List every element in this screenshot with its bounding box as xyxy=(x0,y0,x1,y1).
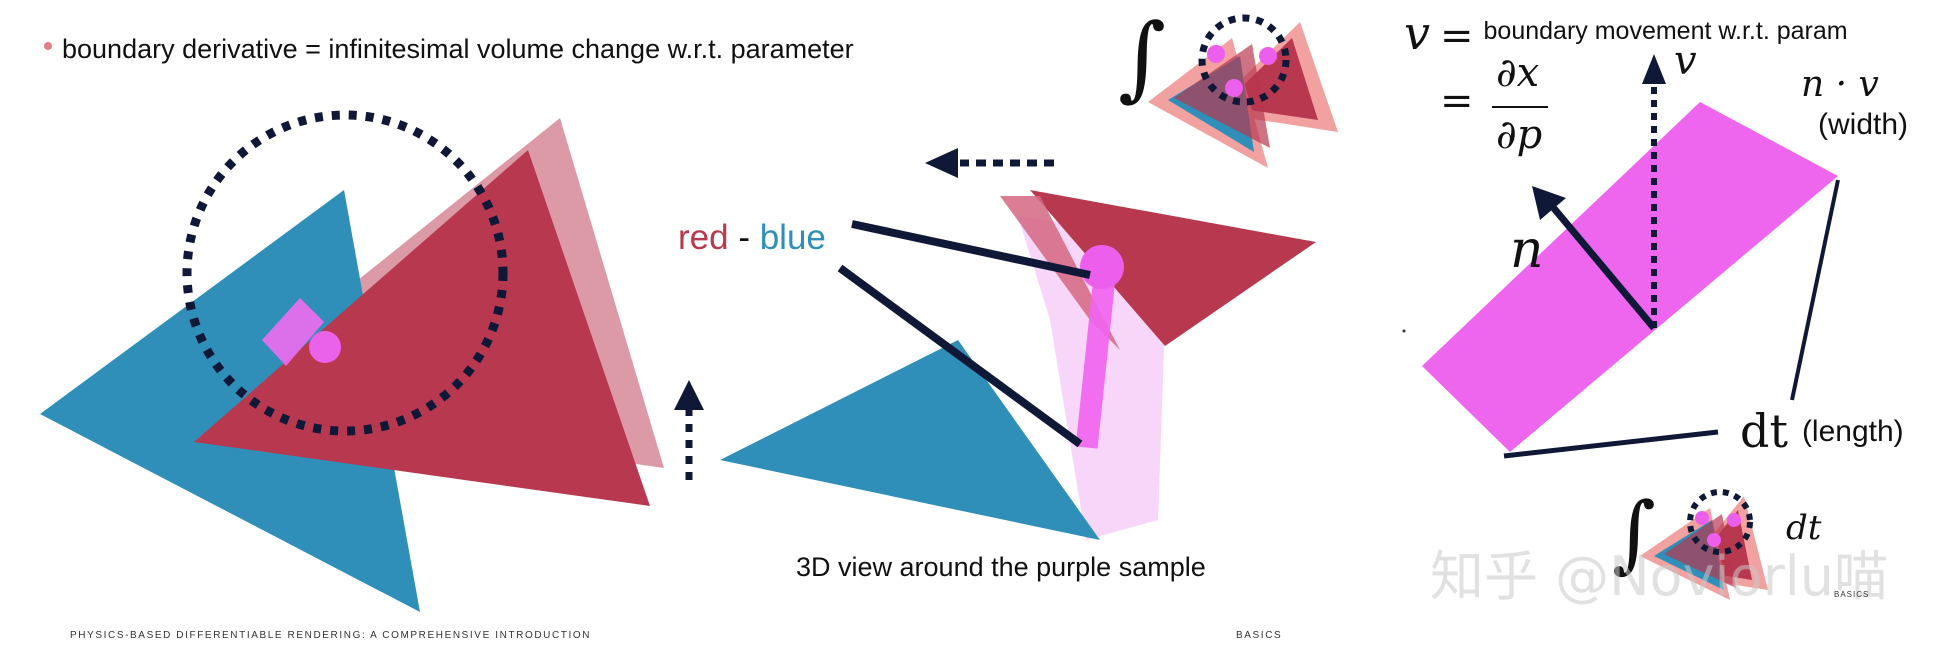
v-arrow-label: v xyxy=(1674,38,1697,84)
v-definition-text: boundary movement w.r.t. param xyxy=(1483,17,1848,45)
caption-3d-view: 3D view around the purple sample xyxy=(796,552,1206,582)
zoom-circle-dotted xyxy=(182,110,508,436)
footer-title: PHYSICS-BASED DIFFERENTIABLE RENDERING: … xyxy=(70,630,592,641)
purple-sample-point xyxy=(309,331,341,363)
width-leader-line xyxy=(1790,179,1840,401)
integral-thumbnail-top xyxy=(1148,14,1338,168)
integral-sign-top: ∫ xyxy=(1118,4,1166,111)
bullet-dot xyxy=(44,42,52,50)
small-dot-mark xyxy=(1402,329,1406,333)
blue-triangle xyxy=(40,190,420,612)
length-label: (length) xyxy=(1801,415,1904,448)
red-minus-blue-label: red - blue xyxy=(678,218,826,258)
up-arrow-head xyxy=(674,380,704,410)
footer-section-small: BASICS xyxy=(1834,590,1870,599)
v-arrow-head xyxy=(1642,54,1666,84)
normal-n-label: n xyxy=(1510,220,1544,280)
normal-arrow-shaft xyxy=(1549,203,1657,331)
fraction-denominator: ∂p xyxy=(1496,112,1543,158)
red-triangle-3d xyxy=(1030,190,1316,346)
normal-arrow-head xyxy=(1532,186,1566,220)
dt-length-label: dt (length) xyxy=(1740,404,1904,458)
bullet-text: boundary derivative = infinitesimal volu… xyxy=(62,34,854,64)
equals-sign-2: = xyxy=(1440,78,1474,124)
red-label: red xyxy=(678,218,729,257)
n-dot-v-label: n · v xyxy=(1801,64,1879,105)
purple-sample-3d xyxy=(1080,245,1124,289)
blue-pointer-line xyxy=(837,264,1083,448)
fraction-bar xyxy=(1492,106,1548,108)
dt-symbol: dt xyxy=(1740,404,1788,458)
magenta-boundary-band xyxy=(1422,102,1838,452)
purple-sample-column xyxy=(1075,267,1117,449)
dt-small-label: dt xyxy=(1786,508,1822,548)
red-triangle xyxy=(194,150,650,506)
fraction-numerator: ∂x xyxy=(1496,50,1540,96)
width-label: (width) xyxy=(1818,108,1909,141)
zhihu-watermark: 知乎 @Noviorlu喵 xyxy=(1430,545,1889,608)
length-leader-line xyxy=(1503,429,1719,459)
boundary-strip-highlight xyxy=(262,298,324,366)
integral-sign-bottom: ∫ xyxy=(1612,484,1656,582)
equals-sign: = xyxy=(1440,13,1474,59)
blue-triangle-3d xyxy=(720,340,1100,540)
footer-section: BASICS xyxy=(1236,630,1283,641)
v-definition-line: v= boundary movement w.r.t. param xyxy=(1404,6,1848,60)
blue-label: blue xyxy=(759,218,826,257)
left-arrow-head xyxy=(925,148,958,178)
minus-label: - xyxy=(738,218,750,257)
red-pointer-line xyxy=(851,220,1091,279)
v-symbol: v xyxy=(1404,6,1430,60)
integral-thumbnail-bottom xyxy=(1640,489,1768,600)
